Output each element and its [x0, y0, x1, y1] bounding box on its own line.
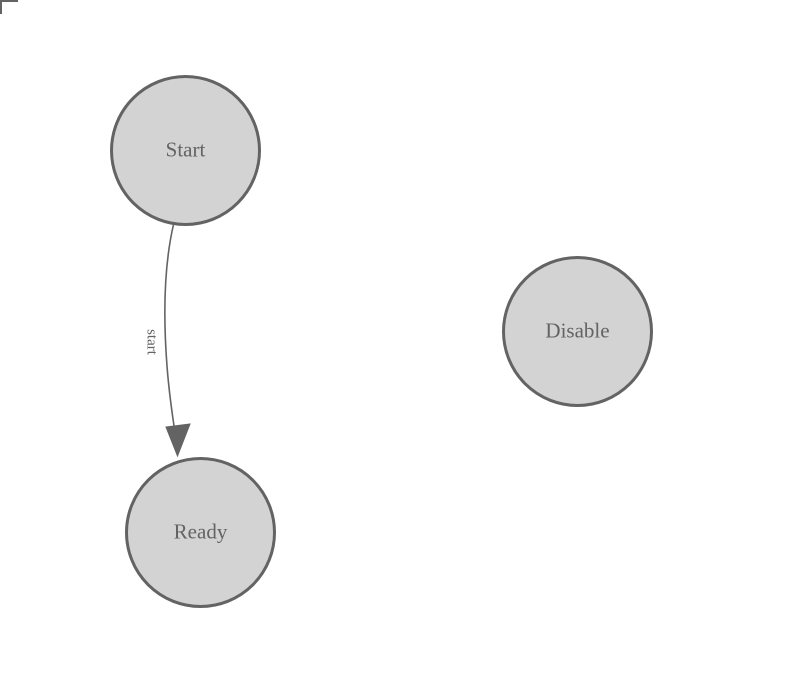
- edge-arrowhead-icon: [165, 423, 191, 458]
- node-label: Start: [166, 137, 206, 161]
- node-label: Disable: [545, 318, 609, 342]
- edge-label: start: [144, 329, 160, 356]
- node-ready[interactable]: Ready: [125, 457, 276, 608]
- node-shape[interactable]: [502, 256, 653, 407]
- selection-corner-bracket-icon: [0, 0, 18, 14]
- node-label: Ready: [174, 519, 228, 543]
- node-shape[interactable]: [110, 75, 261, 226]
- node-shape[interactable]: [125, 457, 276, 608]
- node-start[interactable]: Start: [110, 75, 261, 226]
- edge-line: [163, 224, 178, 447]
- node-disable[interactable]: Disable: [502, 256, 653, 407]
- edges-layer: start: [144, 224, 191, 458]
- edge-start-to-ready[interactable]: start: [144, 224, 191, 458]
